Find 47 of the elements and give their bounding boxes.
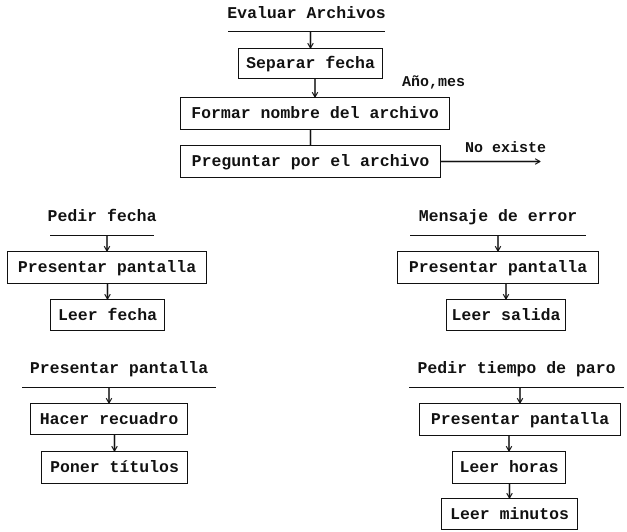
arrow [502, 284, 510, 300]
node-text: Hacer recuadro [40, 410, 178, 428]
node-text: Mensaje de error [418, 207, 578, 226]
node-text: Leer salida [452, 306, 560, 324]
node-text: Pedir tiempo de paro [417, 359, 616, 378]
process-box [452, 451, 566, 484]
module-heading [410, 207, 586, 236]
node-text: Preguntar por el archivo [192, 152, 430, 171]
arrow [506, 484, 513, 499]
arrow [516, 388, 524, 404]
process-box [419, 403, 621, 436]
process-box [441, 498, 578, 530]
arrow [307, 32, 314, 49]
node-text: Leer fecha [58, 306, 158, 324]
process-box [446, 299, 566, 331]
process-box [397, 251, 599, 284]
process-box [238, 48, 383, 79]
node-text: Presentar pantalla [18, 258, 196, 277]
module-heading [228, 4, 385, 32]
process-box [180, 97, 450, 130]
arrow [494, 236, 502, 252]
arrow [312, 79, 318, 98]
arrow [104, 236, 110, 252]
module-heading [22, 359, 216, 388]
arrow [106, 388, 112, 404]
data-note: Año,mes [402, 74, 466, 91]
process-box [50, 299, 165, 331]
arrow [104, 284, 111, 300]
arrow [506, 436, 512, 452]
arrow [111, 435, 118, 452]
process-box [41, 451, 188, 484]
node-text: Leer minutos [450, 504, 569, 524]
arrow [441, 158, 541, 165]
node-text: Formar nombre del archivo [191, 104, 439, 123]
node-text: Separar fecha [246, 54, 375, 73]
node-text: Presentar pantalla [430, 410, 610, 429]
connector-line [310, 130, 312, 145]
node-text: Evaluar Archivos [227, 4, 386, 23]
process-box [7, 251, 207, 284]
node-text: Pedir fecha [48, 207, 156, 226]
module-heading [409, 359, 624, 388]
process-box [180, 145, 441, 178]
node-text: Poner títulos [50, 458, 179, 477]
process-box [30, 403, 188, 435]
node-text: Presentar pantalla [408, 258, 588, 277]
node-text: Leer horas [459, 458, 559, 477]
node-text: Presentar pantalla [30, 359, 208, 378]
